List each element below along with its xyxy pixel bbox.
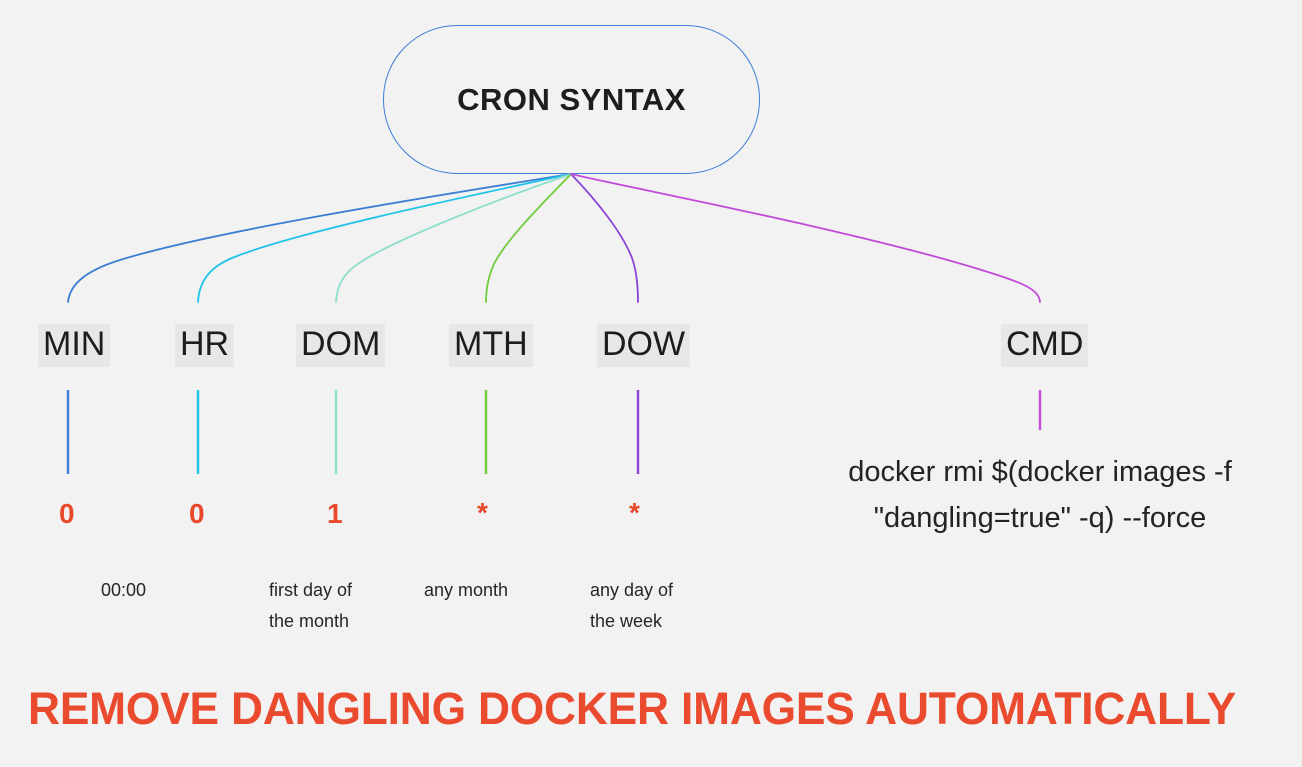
curve-min (67, 173, 572, 303)
curve-dow (570, 173, 639, 303)
page-title: CRON SYNTAX (457, 81, 686, 117)
field-value-mth: * (477, 497, 488, 528)
field-desc-dom: first day of the month (269, 580, 353, 631)
field-label-hr: HR (175, 324, 235, 367)
bottom-caption: REMOVE DANGLING DOCKER IMAGES AUTOMATICA… (28, 683, 1237, 734)
field-value-min: 0 (59, 498, 75, 529)
field-label-dow: DOW (597, 324, 691, 367)
curve-mth (485, 173, 572, 303)
curve-dom (335, 173, 572, 303)
root-node-cron-syntax: CRON SYNTAX (383, 25, 760, 174)
command-text: docker rmi $(docker images -f "dangling=… (848, 456, 1232, 534)
field-label-dom: DOM (296, 324, 386, 367)
field-label-mth: MTH (449, 324, 533, 367)
field-label-cmd: CMD (1001, 324, 1089, 367)
field-value-dow: * (629, 497, 640, 528)
field-desc-dow: any day of the week (590, 580, 674, 631)
field-desc-hr: 00:00 (101, 580, 147, 600)
field-label-min: MIN (38, 324, 111, 367)
curve-hr (197, 173, 572, 303)
field-value-hr: 0 (189, 498, 205, 529)
field-value-dom: 1 (327, 498, 343, 529)
field-desc-mth: any month (424, 580, 509, 600)
curve-cmd (570, 173, 1041, 303)
